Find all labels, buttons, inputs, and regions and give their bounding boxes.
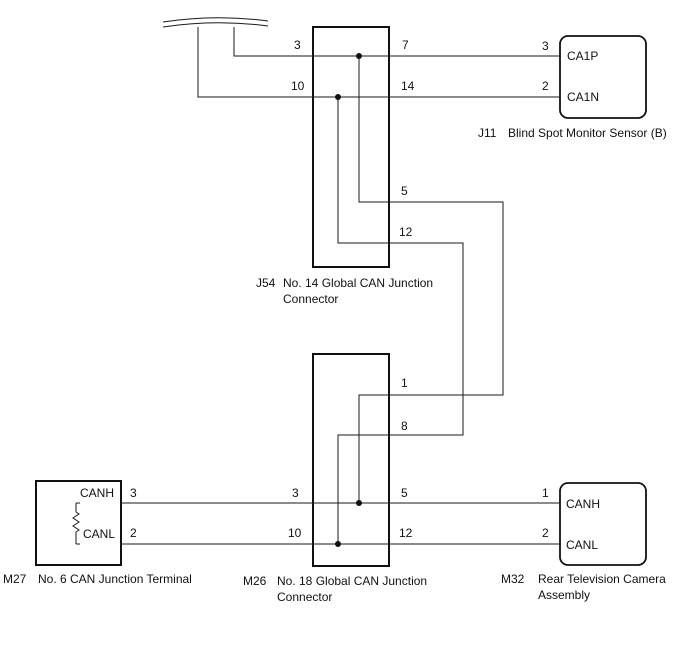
- j11-pin-b-label: CA1N: [567, 90, 599, 104]
- j54-name-line2: Connector: [283, 292, 338, 306]
- m32-pin-a-num: 1: [542, 486, 549, 500]
- j54-pin-right-mid2: 12: [399, 225, 413, 239]
- splice-dot: [356, 500, 362, 506]
- j11-pin-a-num: 3: [542, 39, 549, 53]
- m26-pin-right-b: 12: [399, 526, 413, 540]
- j11-name: Blind Spot Monitor Sensor (B): [508, 126, 667, 140]
- j54-pin-left-bottom: 10: [291, 79, 305, 93]
- m27-connector-box: [35, 480, 122, 566]
- m27-name: No. 6 CAN Junction Terminal: [38, 572, 192, 586]
- splice-dot: [356, 53, 362, 59]
- m26-connector-box: [312, 353, 390, 567]
- m32-pin-b-label: CANL: [566, 538, 598, 552]
- m26-pin-left-b: 10: [288, 526, 302, 540]
- j11-pin-b-num: 2: [542, 79, 549, 93]
- m26-pin-right-top2: 8: [401, 419, 408, 433]
- j54-pin-right-top: 7: [402, 38, 409, 52]
- j54-code: J54: [256, 276, 276, 290]
- m26-name-line1: No. 18 Global CAN Junction: [277, 574, 427, 588]
- splice-dot: [335, 541, 341, 547]
- m26-pin-right-a: 5: [401, 486, 408, 500]
- j54-pin-left-top: 3: [294, 38, 301, 52]
- m27-code: M27: [3, 572, 27, 586]
- j11-code: J11: [478, 126, 497, 140]
- splice-dot: [335, 94, 341, 100]
- wires-j54: [197, 27, 560, 544]
- j54-pin-right-bottom: 14: [401, 79, 415, 93]
- m26-name-line2: Connector: [277, 590, 332, 604]
- j54-pin-right-mid1: 5: [401, 184, 408, 198]
- m32-pin-b-num: 2: [542, 526, 549, 540]
- m32-code: M32: [501, 572, 525, 586]
- m26-pin-left-a: 3: [292, 486, 299, 500]
- m32-name-line2: Assembly: [538, 588, 590, 602]
- j54-name-line1: No. 14 Global CAN Junction: [283, 276, 433, 290]
- m26-pin-right-top1: 1: [401, 376, 408, 390]
- j11-connector-box: [559, 35, 647, 119]
- m27-pin-b-num: 2: [130, 526, 137, 540]
- m32-pin-a-label: CANH: [566, 497, 600, 511]
- m27-pin-b-label: CANL: [83, 527, 115, 541]
- wire-break-symbol: [162, 17, 269, 28]
- m27-pin-a-num: 3: [130, 486, 137, 500]
- m26-code: M26: [243, 574, 267, 588]
- resistor-icon: [72, 502, 80, 545]
- m32-name-line1: Rear Television Camera: [538, 572, 666, 586]
- m27-pin-a-label: CANH: [80, 486, 114, 500]
- j11-pin-a-label: CA1P: [567, 49, 598, 63]
- j54-connector-box: [312, 26, 390, 268]
- m32-connector-box: [559, 482, 647, 566]
